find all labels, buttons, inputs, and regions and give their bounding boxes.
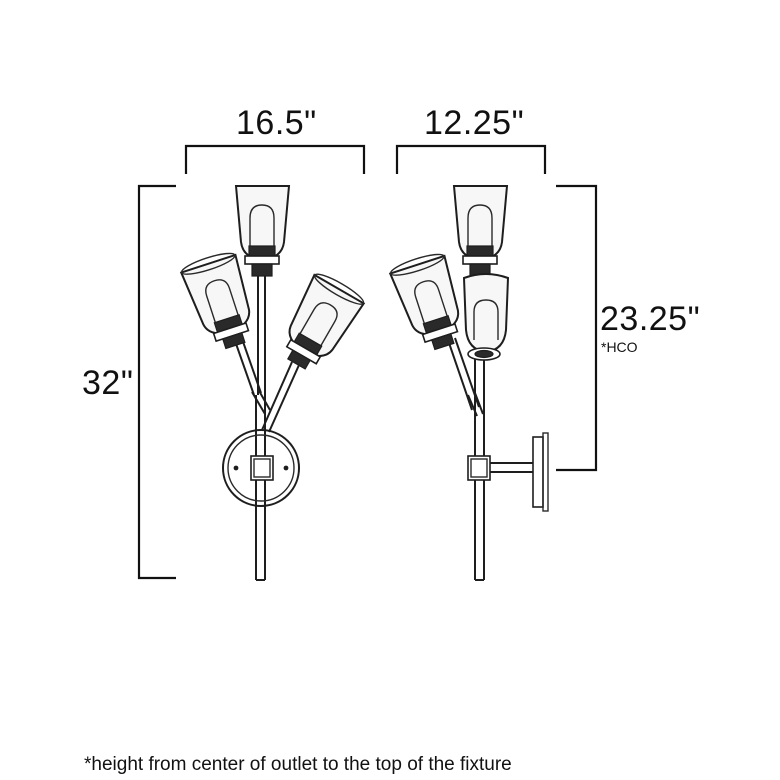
side-hco-tag: *HCO [601, 339, 638, 355]
front-view [137, 144, 366, 581]
front-width-label: 16.5" [236, 104, 317, 142]
side-hco-label: 23.25" [600, 300, 701, 338]
side-depth-label: 12.25" [424, 104, 525, 142]
side-left-shade [388, 253, 460, 351]
front-wall-plate [222, 429, 300, 507]
front-width-bracket [184, 144, 366, 174]
front-top-shade [234, 185, 291, 277]
side-rear-shade [462, 273, 510, 361]
front-stem [255, 276, 266, 581]
side-view [388, 144, 598, 581]
front-right-shade [285, 273, 366, 370]
front-left-arm [233, 335, 271, 415]
side-wall-mount [467, 432, 549, 512]
side-top-shade [452, 185, 509, 277]
front-right-arm [261, 361, 300, 433]
side-left-arm [447, 337, 484, 417]
front-height-bracket [137, 184, 176, 580]
footnote: *height from center of outlet to the top… [84, 754, 512, 775]
front-height-label: 32" [82, 364, 134, 402]
side-hco-bracket [556, 184, 598, 472]
side-depth-bracket [395, 144, 547, 174]
front-left-shade [179, 252, 251, 350]
